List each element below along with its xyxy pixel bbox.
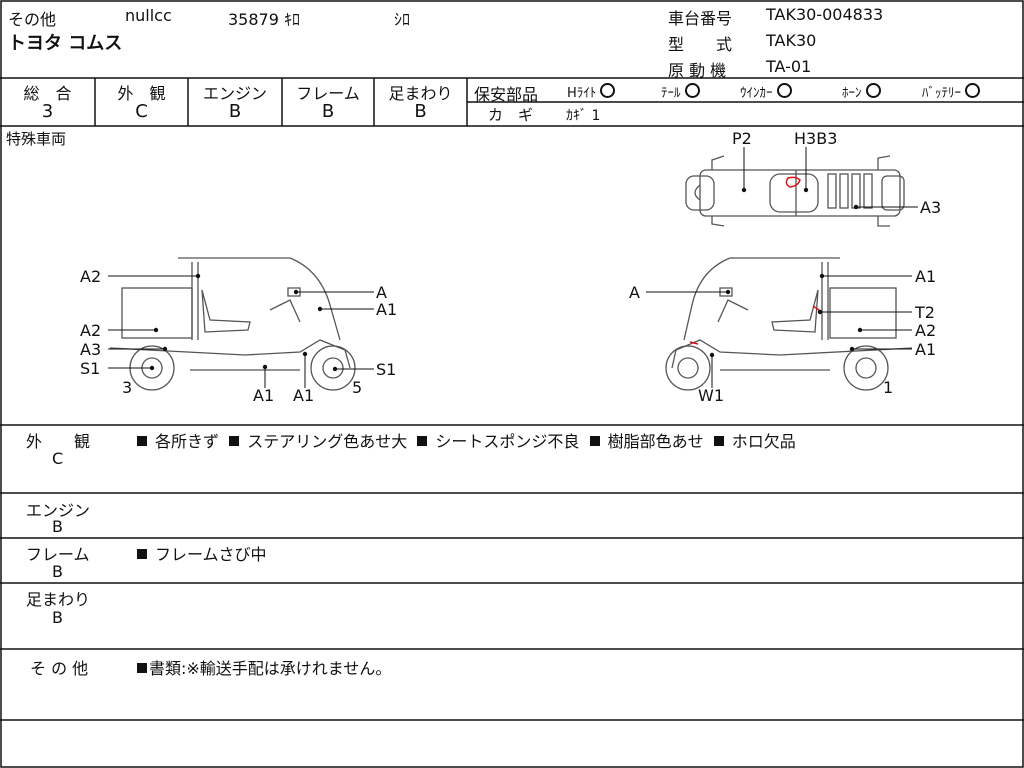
ok-circle-icon	[684, 83, 700, 98]
section-title-other: そ の 他	[30, 659, 89, 678]
diagram-label: A1	[915, 340, 936, 359]
motor-value: TA-01	[766, 57, 812, 76]
diagram-label: A1	[915, 267, 936, 286]
diagram-label: H3B3	[794, 129, 837, 148]
safety-item-horn: ﾎｰﾝ	[842, 82, 881, 101]
vehicle-damage-diagram: P2 H3B3 A3 A2 A A1 A2 A3 S1 S1 3 A1 A1 5…	[80, 129, 941, 405]
engine-cc-text: nullcc	[125, 6, 172, 25]
right-view-drawing	[665, 257, 913, 391]
ok-circle-icon	[965, 83, 980, 98]
chassis-value: TAK30-004833	[766, 5, 884, 24]
diagram-label: A	[376, 283, 387, 302]
diagram-label: 1	[883, 378, 893, 397]
diagram-label: A2	[80, 267, 101, 286]
section-grade-exterior: C	[52, 449, 64, 468]
section-title-exterior: 外 観	[26, 432, 91, 451]
type-value: TAK30	[766, 31, 817, 50]
grade-value-suspension: B	[414, 101, 427, 122]
safety-item-tail: ﾃｰﾙ	[661, 82, 700, 101]
section-title-suspension: 足まわり	[26, 590, 91, 609]
ok-circle-icon	[865, 83, 881, 98]
safety-item-battery: ﾊﾞｯﾃﾘｰ	[922, 82, 980, 101]
grade-value-engine: B	[228, 101, 242, 122]
diagram-label: A	[629, 283, 640, 302]
grade-label-exterior: 外 観	[117, 84, 166, 103]
safety-item-winker: ｳｲﾝｶｰ	[740, 82, 792, 101]
section-grade-suspension: B	[52, 608, 63, 627]
section-items-other: 書類:※輸送手配は承けれません。	[137, 655, 391, 679]
diagram-label: T2	[914, 303, 935, 322]
top-view-drawing	[685, 155, 905, 227]
model-name: トヨタ コムス	[8, 33, 123, 54]
key-label: カ ギ	[488, 106, 534, 124]
safety-item-headlight: Hﾗｲﾄ	[567, 82, 616, 101]
left-view-drawing	[109, 257, 356, 391]
bullet-square-icon	[137, 436, 147, 446]
ok-circle-icon	[600, 83, 616, 98]
mileage-text: 35879 ｷﾛ	[228, 10, 300, 29]
diagram-label: A2	[915, 321, 936, 340]
grade-value-exterior: C	[135, 101, 148, 122]
special-vehicle-label: 特殊車両	[6, 130, 67, 148]
diagram-label: A1	[376, 300, 397, 319]
section-grade-engine: B	[52, 517, 63, 536]
color-text: ｼﾛ	[394, 10, 411, 29]
section-items-exterior: 各所きず ステアリング色あせ大 シートスポンジ不良 樹脂部色あせ ホロ欠品	[137, 428, 796, 452]
grade-label-overall: 総 合	[23, 84, 72, 103]
diagram-label: 5	[352, 378, 362, 397]
diagram-label: A3	[80, 340, 101, 359]
section-title-frame: フレーム	[26, 545, 90, 564]
section-items-frame: フレームさび中	[137, 541, 267, 565]
grade-value-overall: 3	[41, 101, 54, 122]
diagram-label: A1	[253, 386, 274, 405]
grade-label-engine: エンジン	[202, 84, 267, 103]
bullet-square-icon	[137, 663, 147, 673]
motor-label: 原 動 機	[668, 61, 727, 80]
diagram-label: A1	[293, 386, 314, 405]
bullet-square-icon	[589, 436, 600, 446]
diagram-label: S1	[80, 359, 100, 378]
bullet-square-icon	[229, 436, 240, 446]
damage-mark-top	[785, 176, 801, 188]
section-title-engine: エンジン	[26, 501, 91, 520]
safety-label: 保安部品	[474, 85, 539, 104]
section-grade-frame: B	[52, 562, 63, 581]
grade-label-frame: フレーム	[296, 84, 360, 103]
grade-value-frame: B	[321, 101, 335, 122]
diagram-label: 3	[122, 378, 132, 397]
key-value: ｶｷﾞ 1	[566, 108, 601, 124]
type-label: 型 式	[668, 35, 733, 54]
category-text: その他	[8, 10, 57, 29]
diagram-label: A3	[920, 198, 941, 217]
diagram-label: S1	[376, 360, 396, 379]
diagram-label: A2	[80, 321, 101, 340]
bullet-square-icon	[713, 436, 724, 446]
bullet-square-icon	[137, 549, 147, 559]
diagram-label: W1	[698, 386, 724, 405]
bullet-square-icon	[417, 436, 428, 446]
grade-label-suspension: 足まわり	[388, 84, 453, 103]
diagram-label: P2	[732, 129, 752, 148]
chassis-label: 車台番号	[668, 9, 733, 28]
damage-mark-right-front	[689, 341, 699, 345]
ok-circle-icon	[776, 83, 792, 98]
